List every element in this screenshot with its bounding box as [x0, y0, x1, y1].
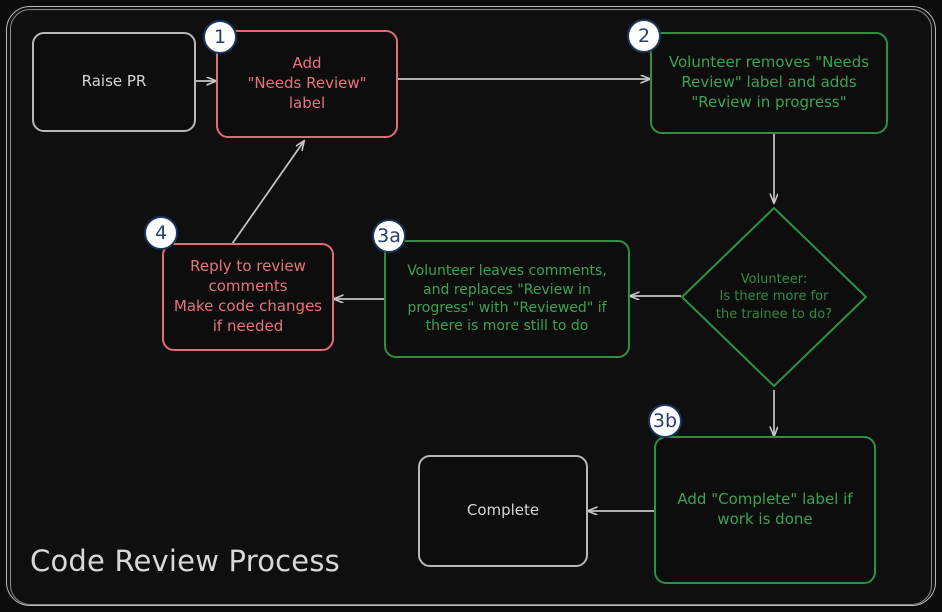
- node-raise-pr-label: Raise PR: [81, 72, 147, 91]
- node-reply-comments[interactable]: Reply to review comments Make code chang…: [162, 243, 334, 351]
- badge-2: 2: [627, 19, 661, 53]
- page-title: Code Review Process: [30, 544, 340, 578]
- node-leave-comments[interactable]: Volunteer leaves comments, and replaces …: [384, 240, 630, 358]
- node-add-label-label: Add "Needs Review" label: [247, 54, 367, 112]
- node-complete[interactable]: Complete: [418, 455, 588, 567]
- node-volunteer-relabel[interactable]: Volunteer removes "Needs Review" label a…: [650, 32, 888, 134]
- node-reply-comments-label: Reply to review comments Make code chang…: [173, 257, 323, 335]
- node-leave-comments-label: Volunteer leaves comments, and replaces …: [407, 263, 607, 335]
- decision-diamond-shape: [681, 207, 867, 387]
- node-add-complete[interactable]: Add "Complete" label if work is done: [654, 436, 876, 584]
- node-decision[interactable]: Volunteer: Is there more for the trainee…: [678, 204, 870, 390]
- badge-1: 1: [203, 20, 237, 54]
- node-complete-label: Complete: [466, 501, 540, 520]
- badge-3a: 3a: [372, 219, 406, 253]
- node-add-complete-label: Add "Complete" label if work is done: [677, 490, 853, 528]
- badge-4: 4: [144, 216, 178, 250]
- badge-3b: 3b: [648, 404, 682, 438]
- node-volunteer-relabel-label: Volunteer removes "Needs Review" label a…: [668, 53, 870, 111]
- node-add-label[interactable]: Add "Needs Review" label: [216, 30, 398, 138]
- node-decision-label: Volunteer: Is there more for the trainee…: [715, 271, 833, 322]
- node-raise-pr[interactable]: Raise PR: [32, 32, 196, 132]
